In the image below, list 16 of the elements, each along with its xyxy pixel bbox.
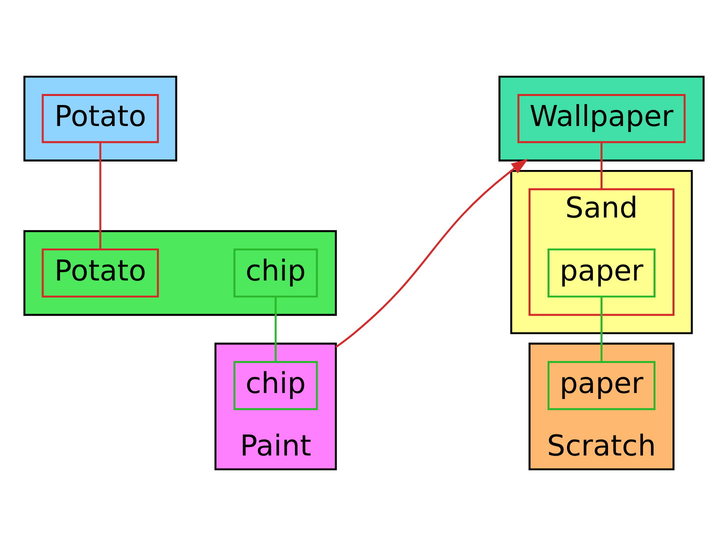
connector xyxy=(600,142,602,190)
cluster xyxy=(510,170,693,334)
connector xyxy=(600,297,602,362)
connector xyxy=(274,297,277,362)
cluster xyxy=(498,76,705,162)
node-box: chip xyxy=(233,248,318,298)
arrow xyxy=(335,158,528,348)
cluster xyxy=(23,230,337,316)
node-box: Potato xyxy=(42,248,159,298)
node-box: paper xyxy=(548,248,656,298)
cluster xyxy=(23,76,178,162)
node-box: Wallpaper xyxy=(517,94,686,144)
node-box: chip xyxy=(233,361,318,410)
connector xyxy=(99,142,102,250)
node-box: paper xyxy=(548,361,656,410)
node-box: Potato xyxy=(42,94,159,144)
